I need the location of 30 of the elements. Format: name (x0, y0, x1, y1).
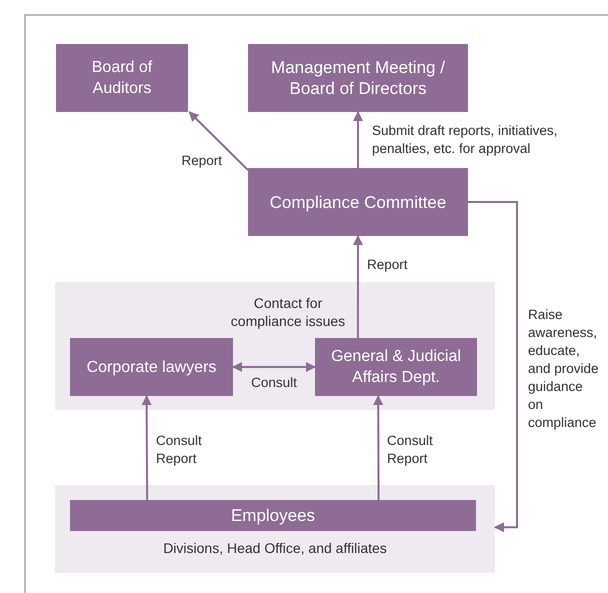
panel-label: Contact for compliance issues (230, 294, 346, 330)
box-label: Management Meeting / Board of Directors (270, 57, 446, 99)
process-box (315, 338, 477, 396)
process-box (248, 168, 468, 236)
box-label: Corporate lawyers (86, 358, 216, 378)
edge-label: Consult Report (387, 432, 434, 468)
group-panel (55, 282, 495, 410)
edge-label: Submit draft reports, initiatives, penalties, etc. for approval (372, 122, 558, 158)
edge-label: Consult Report (156, 432, 203, 468)
edge-label: Report (367, 256, 409, 274)
box-label: Employees (230, 505, 316, 526)
box-label: General & Judicial Affairs Dept. (330, 347, 462, 388)
process-box (70, 338, 233, 396)
edge-label: Consult (250, 374, 298, 392)
arrow (468, 201, 518, 532)
arrow (353, 111, 363, 168)
edge-label: Raise awareness, educate, and provide guidance on compliance (528, 306, 600, 432)
panel-label: Divisions, Head Office, and affiliates (162, 539, 388, 557)
arrow (142, 395, 152, 500)
arrow (232, 362, 316, 372)
process-box (70, 500, 476, 531)
process-box (248, 44, 468, 112)
arrow (353, 235, 363, 338)
edge-label: Report (180, 152, 222, 170)
arrow (373, 395, 384, 500)
process-box (56, 44, 188, 112)
box-label: Compliance Committee (270, 192, 446, 212)
group-panel (55, 485, 495, 573)
box-label: Board of Auditors (90, 58, 154, 99)
arrow (188, 111, 249, 171)
